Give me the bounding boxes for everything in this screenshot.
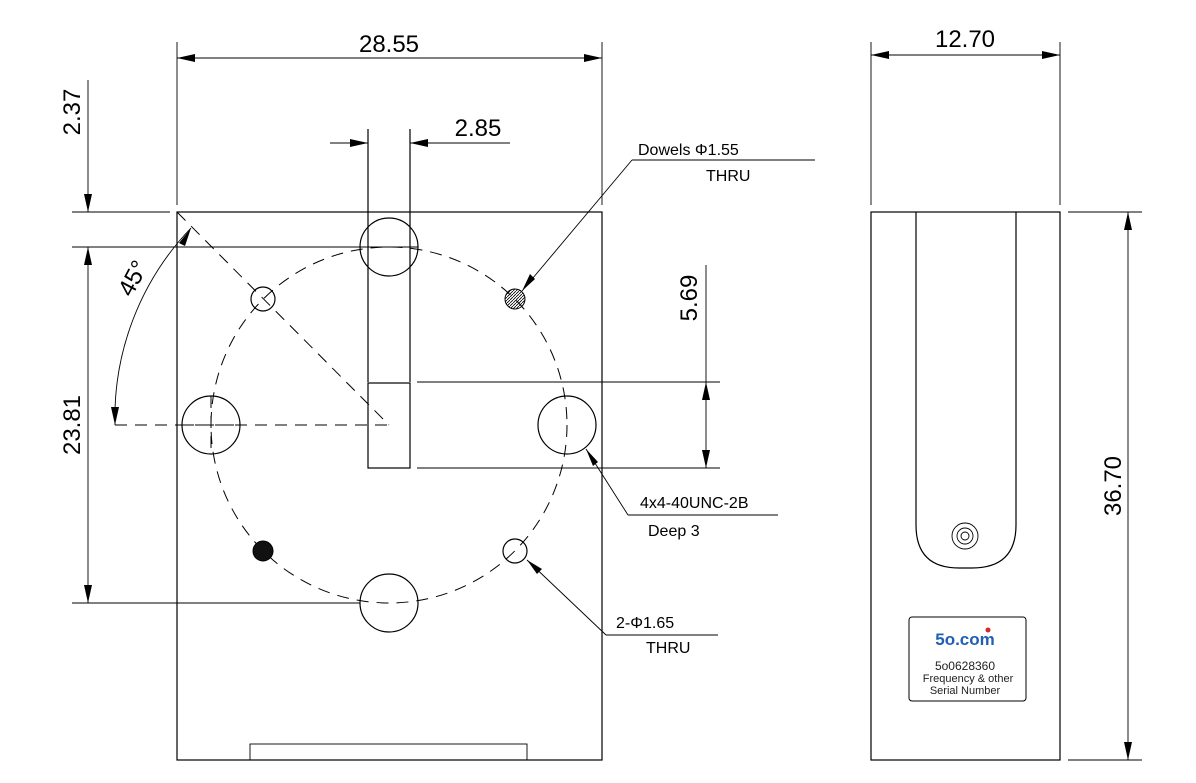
- label-part-number: 5o0628360: [935, 659, 995, 673]
- fitting-inner: [960, 531, 970, 541]
- dim-36-70: 36.70: [1068, 211, 1142, 761]
- dim-width-label: 28.55: [359, 31, 419, 58]
- front-body-outline: [176, 211, 603, 761]
- thru-hole-lower-right: [502, 538, 528, 564]
- dim-angle-45: 45°: [111, 227, 192, 426]
- dim-12-70: 12.70: [870, 26, 1061, 205]
- front-view: 28.55 2.85 2.37 23.81: [59, 31, 815, 761]
- thread-note-deep: Deep 3: [648, 523, 700, 540]
- dowels-note: Dowels Φ1.55: [638, 142, 739, 159]
- bottom-tab: [249, 743, 528, 761]
- leader-thread: 4x4-40UNC-2B Deep 3: [585, 448, 778, 540]
- thread-note: 4x4-40UNC-2B: [640, 495, 748, 512]
- center-block: [367, 382, 411, 469]
- dim-slot-depth-label: 5.69: [676, 275, 703, 322]
- leader-holes: 2-Φ1.65 THRU: [526, 559, 718, 657]
- dim-23-81: 23.81: [59, 265, 360, 604]
- dim-2-37: 2.37: [59, 80, 418, 265]
- fitting-mid: [956, 527, 974, 545]
- dim-slot-width-label: 2.85: [455, 115, 502, 142]
- fitting-outer: [951, 522, 979, 550]
- dim-2-85: 2.85: [330, 115, 510, 147]
- side-view: 5o.com 5o0628360 Frequency & other Seria…: [870, 26, 1142, 761]
- dowels-note-thru: THRU: [706, 168, 750, 185]
- dim-side-height-label: 36.70: [1100, 456, 1127, 516]
- center-line-diagonal: [176, 211, 390, 426]
- logo-dot-icon: [985, 627, 991, 633]
- bolt-circle: [210, 246, 568, 604]
- label-logo: 5o.com: [935, 630, 995, 649]
- side-slot: [915, 212, 1017, 569]
- dowel-hole-upper-right: [504, 288, 526, 310]
- thru-hole-upper-left: [250, 286, 276, 312]
- holes-note: 2-Φ1.65: [616, 615, 674, 632]
- dim-5-69: 5.69: [676, 265, 710, 468]
- dim-top-offset-label: 2.37: [59, 89, 86, 136]
- side-body-outline: [870, 211, 1061, 761]
- dim-height-label: 23.81: [59, 395, 86, 455]
- dim-side-width-label: 12.70: [935, 26, 995, 53]
- dim-28-55: 28.55: [176, 31, 603, 205]
- dim-angle-label: 45°: [113, 256, 154, 301]
- label-plate-border: [908, 616, 1027, 702]
- label-line-2: Frequency & other: [923, 673, 1014, 685]
- threaded-hole-bottom: [359, 573, 419, 633]
- threaded-hole-right: [537, 395, 597, 455]
- label-line-3: Serial Number: [930, 685, 1001, 697]
- holes-note-thru: THRU: [646, 640, 690, 657]
- label-plate: 5o.com 5o0628360 Frequency & other Seria…: [908, 616, 1027, 702]
- leader-dowels: Dowels Φ1.55 THRU: [521, 142, 815, 292]
- dowel-hole-lower-left: [252, 540, 274, 562]
